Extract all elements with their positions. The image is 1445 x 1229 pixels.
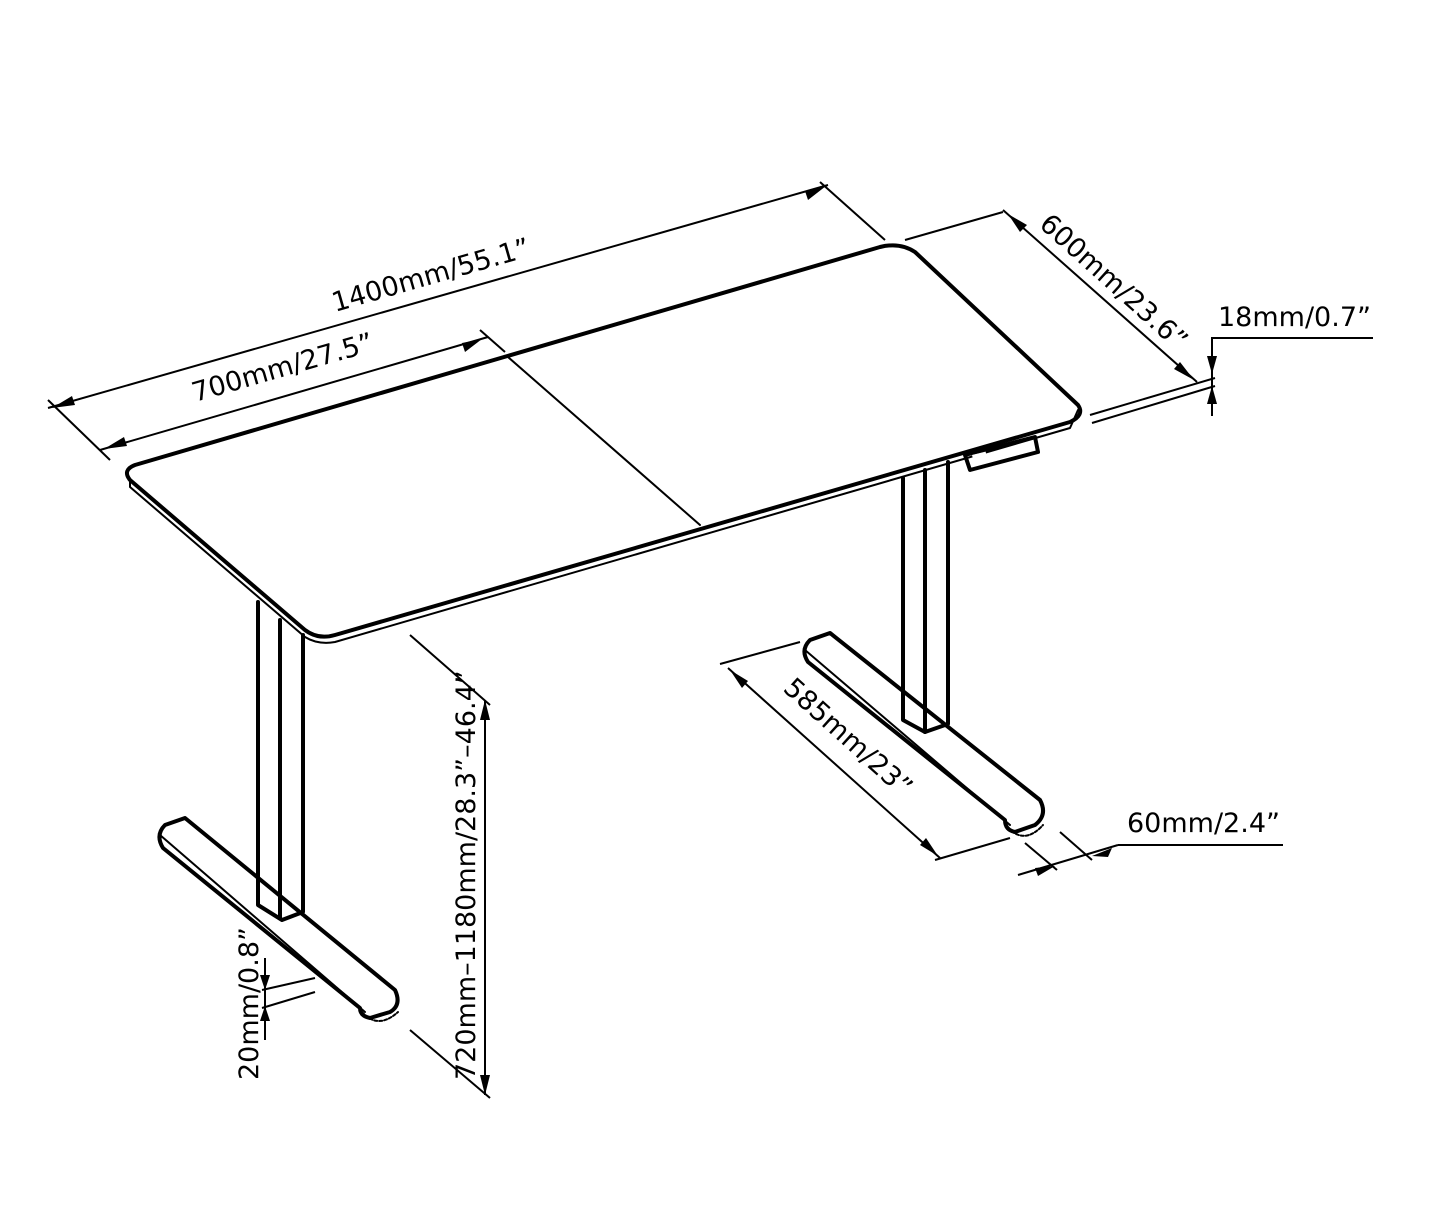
right-foot-leveler bbox=[1007, 824, 1044, 837]
dim-top-thickness: 18mm/0.7” bbox=[1207, 302, 1373, 416]
dim-foot-length: 585mm/23” bbox=[719, 641, 1011, 861]
left-leg bbox=[157, 600, 400, 1022]
desktop bbox=[124, 243, 1083, 644]
dim-height-range: 720mm–1180mm/28.3”–46.4” bbox=[409, 634, 491, 1099]
dim-foot-height: 20mm/0.8” bbox=[234, 927, 316, 1080]
label-total-width: 1400mm/55.1” bbox=[328, 233, 533, 319]
dim-foot-width: 60mm/2.4” bbox=[1017, 808, 1283, 876]
label-top-thickness: 18mm/0.7” bbox=[1218, 302, 1371, 333]
dim-half-width: 700mm/27.5” bbox=[99, 327, 506, 451]
control-panel bbox=[963, 435, 1040, 472]
left-foot-leveler bbox=[361, 1011, 399, 1022]
desktop-split-seam bbox=[507, 356, 701, 526]
dim-total-width: 1400mm/55.1” bbox=[47, 181, 886, 461]
label-height-range: 720mm–1180mm/28.3”–46.4” bbox=[451, 670, 482, 1080]
label-foot-width: 60mm/2.4” bbox=[1127, 808, 1280, 839]
label-depth: 600mm/23.6” bbox=[1033, 208, 1193, 356]
right-leg bbox=[802, 460, 1046, 837]
label-foot-height: 20mm/0.8” bbox=[234, 927, 265, 1080]
